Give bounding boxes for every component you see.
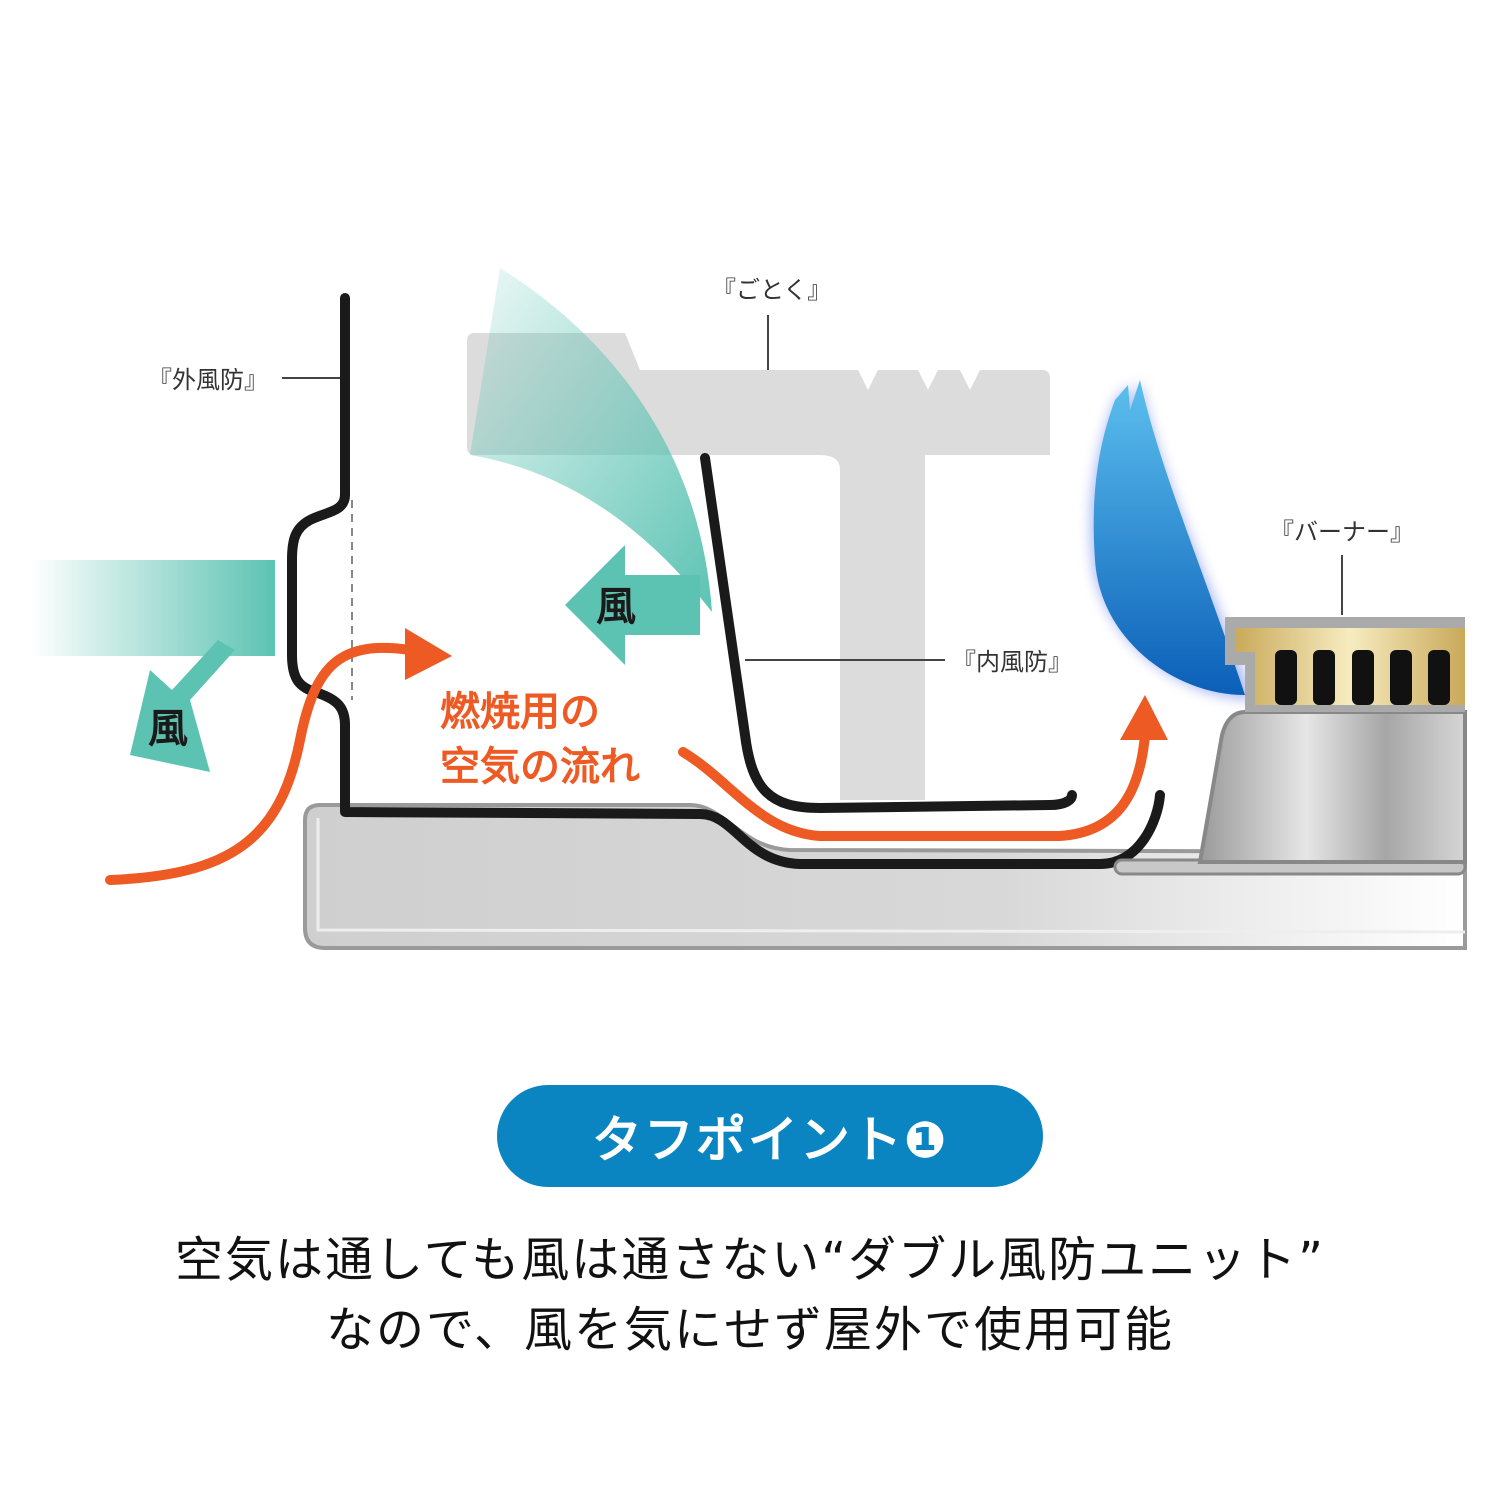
wind-label-left: 風 [148,706,188,752]
airflow-arrow-inner [678,730,1150,841]
inner-windscreen [700,453,1077,813]
airflow-label-line2: 空気の流れ [440,744,640,790]
label-trivet: 『ごとく』 [712,276,831,304]
caption-line2: なので、風を気にせず屋外で使用可能 [325,1302,1175,1358]
wind-arrow-left [130,640,235,772]
airflow-arrow-outer [105,642,415,885]
flame-icon [1090,380,1255,700]
wind-label-middle: 風 [596,584,636,630]
wind-arrow-middle [565,545,700,665]
burner [1113,617,1467,876]
label-burner: 『バーナー』 [1270,518,1414,546]
label-inner-windscreen: 『内風防』 [952,648,1072,676]
windscreen-diagram: 風 風 燃焼用の 空気の流れ 『外風防』 『ごとく』 『内風防』 『バーナー』 [30,268,1467,950]
tough-point-badge: タフポイント❶ [497,1085,1043,1187]
outer-windscreen [287,293,1165,869]
label-outer-windscreen: 『外風防』 [148,366,268,394]
airflow-label-line1: 燃焼用の [440,689,600,735]
wind-stream-left [30,560,275,656]
caption-line1: 空気は通しても風は通さない“ダブル風防ユニット” [175,1232,1325,1288]
wind-stream-top [470,268,712,612]
